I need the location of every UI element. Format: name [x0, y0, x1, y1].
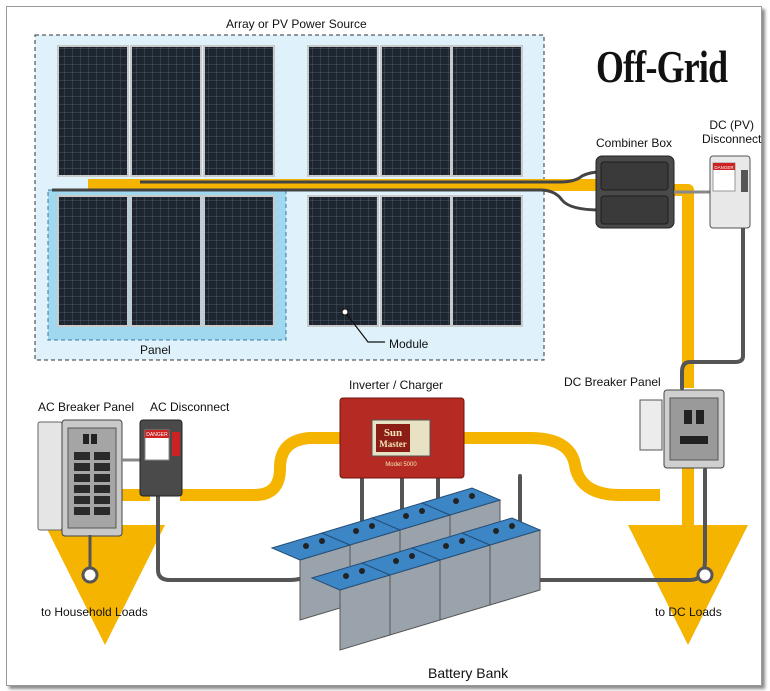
- household-loads-terminal: [81, 566, 99, 584]
- combiner-box: [595, 155, 675, 229]
- dc-disconnect: [709, 155, 751, 229]
- solar-module: [57, 45, 129, 177]
- inverter-charger: [339, 397, 465, 479]
- solar-module: [451, 45, 523, 177]
- solar-module: [380, 195, 452, 327]
- breaker: [94, 496, 110, 504]
- solar-module: [203, 45, 275, 177]
- warning-tag-dc: DANGER: [714, 165, 734, 170]
- solar-modules: [57, 45, 523, 327]
- solar-module: [307, 195, 379, 327]
- breaker: [94, 474, 110, 482]
- breaker: [94, 463, 110, 471]
- diagram-title: Off-Grid: [596, 41, 728, 92]
- solar-module: [451, 195, 523, 327]
- breaker: [74, 496, 90, 504]
- solar-module: [57, 195, 129, 327]
- dc-breaker-panel-label: DC Breaker Panel: [564, 375, 661, 389]
- array-label: Array or PV Power Source: [226, 17, 367, 31]
- inverter-label: Inverter / Charger: [349, 378, 444, 392]
- dc-loads-label: to DC Loads: [655, 605, 722, 619]
- breaker: [74, 507, 90, 515]
- battery-bank-label: Battery Bank: [428, 665, 509, 681]
- yellow-wiring: [45, 179, 748, 645]
- ac-disconnect-label: AC Disconnect: [150, 400, 230, 414]
- ac-disconnect: [139, 419, 183, 497]
- combiner-box-label: Combiner Box: [596, 136, 673, 150]
- warning-tag-ac: DANGER: [146, 432, 168, 438]
- solar-module: [203, 195, 275, 327]
- panel-label: Panel: [140, 343, 171, 357]
- solar-module: [380, 45, 452, 177]
- breaker: [74, 474, 90, 482]
- brand-model: Model 5000: [385, 462, 417, 468]
- battery: [360, 547, 442, 636]
- breaker: [94, 452, 110, 460]
- dc-breaker-panel: [639, 389, 725, 469]
- array-cables: [52, 170, 601, 212]
- battery-bank-graphic: [270, 487, 542, 651]
- household-loads-label: to Household Loads: [41, 605, 148, 619]
- breaker: [74, 463, 90, 471]
- module-label: Module: [389, 337, 429, 351]
- dc-disconnect-label: DC (PV) Disconnect: [702, 118, 762, 146]
- dc-loads-terminal: [696, 566, 714, 584]
- battery: [460, 517, 542, 606]
- solar-module: [307, 45, 379, 177]
- breaker: [74, 485, 90, 493]
- ac-breaker-panel: [37, 419, 123, 537]
- ac-breaker-panel-label: AC Breaker Panel: [38, 400, 135, 414]
- solar-module: [130, 45, 202, 177]
- module-pointer: [344, 311, 385, 343]
- battery: [310, 562, 392, 651]
- breaker: [74, 452, 90, 460]
- solar-module: [130, 195, 202, 327]
- brand-line2: Master: [379, 439, 406, 449]
- breaker: [94, 507, 110, 515]
- breaker: [94, 485, 110, 493]
- brand-line1: Sun: [384, 427, 402, 439]
